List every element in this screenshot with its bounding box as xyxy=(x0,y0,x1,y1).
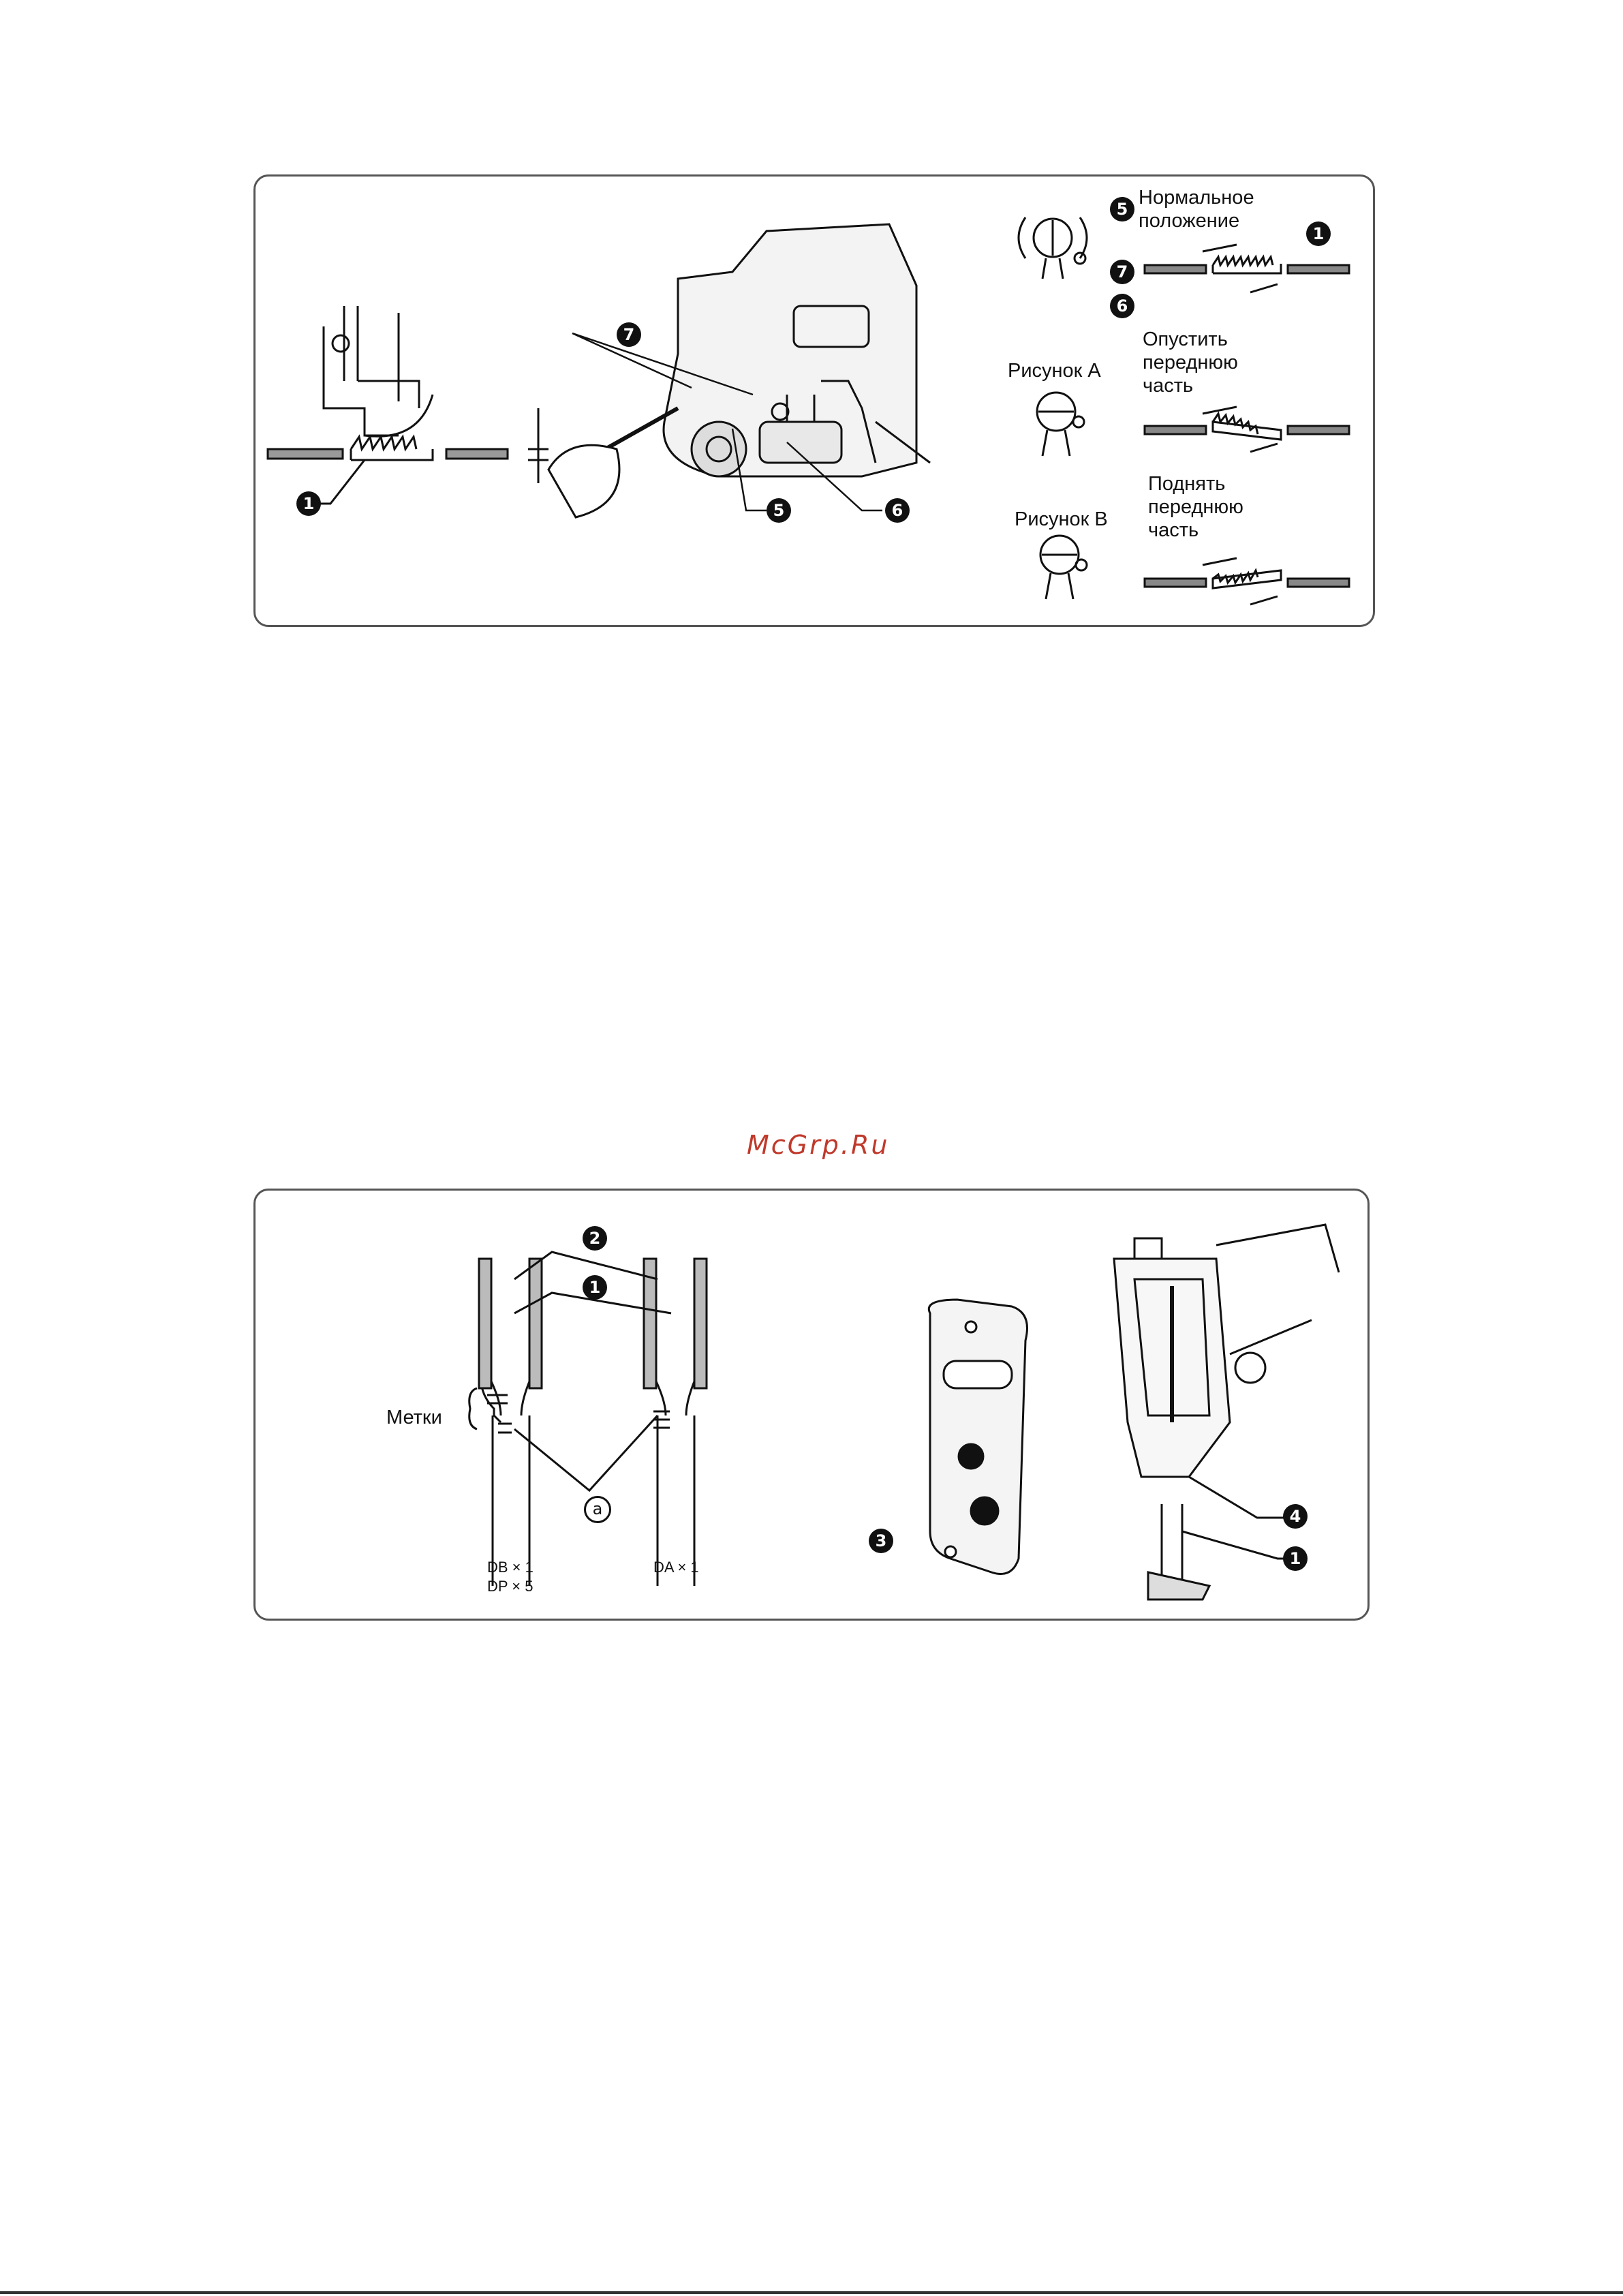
marker-6-right: 6 xyxy=(1110,294,1134,318)
marker-4-bottom: 4 xyxy=(1283,1504,1308,1529)
marker-7-middle: 7 xyxy=(617,322,641,347)
marker-6-middle: 6 xyxy=(885,498,910,523)
marker-7-right: 7 xyxy=(1110,260,1134,284)
marker-1-right: 1 xyxy=(1306,221,1331,246)
label-raise-front: Поднять переднюю часть xyxy=(1148,472,1243,542)
machine-head-drawing xyxy=(1053,1218,1339,1599)
label-marks: Метки xyxy=(386,1406,442,1429)
needle-bar-sections xyxy=(474,1245,828,1599)
label-figure-b: Рисунок B xyxy=(1015,508,1108,531)
label-dp: DP × 5 xyxy=(487,1578,533,1595)
marker-5-middle: 5 xyxy=(767,498,791,523)
marker-2-bottom: 2 xyxy=(583,1226,607,1251)
face-plate-drawing xyxy=(916,1300,1053,1586)
marker-1-left: 1 xyxy=(296,491,321,516)
label-normal-position: Нормальное положение xyxy=(1139,186,1254,232)
figure-feed-dog-panel: 1 7 5 6 xyxy=(253,174,1375,627)
marker-3-bottom: 3 xyxy=(869,1529,893,1553)
marker-a: a xyxy=(584,1496,611,1523)
label-figure-a: Рисунок A xyxy=(1008,359,1101,382)
marker-1-bottom-right: 1 xyxy=(1283,1546,1308,1571)
figure-needle-bar-panel: 2 1 a Метки DB × 1 DP × 5 DA × 1 3 xyxy=(253,1189,1370,1621)
page-bottom-rule xyxy=(0,2291,1623,2294)
label-da: DA × 1 xyxy=(653,1559,699,1576)
label-db: DB × 1 xyxy=(487,1559,534,1576)
marker-1-bottom-left: 1 xyxy=(583,1275,607,1300)
watermark: McGrp.Ru xyxy=(747,1130,889,1160)
marker-5-right: 5 xyxy=(1110,197,1134,221)
label-lower-front: Опустить переднюю часть xyxy=(1143,328,1238,397)
